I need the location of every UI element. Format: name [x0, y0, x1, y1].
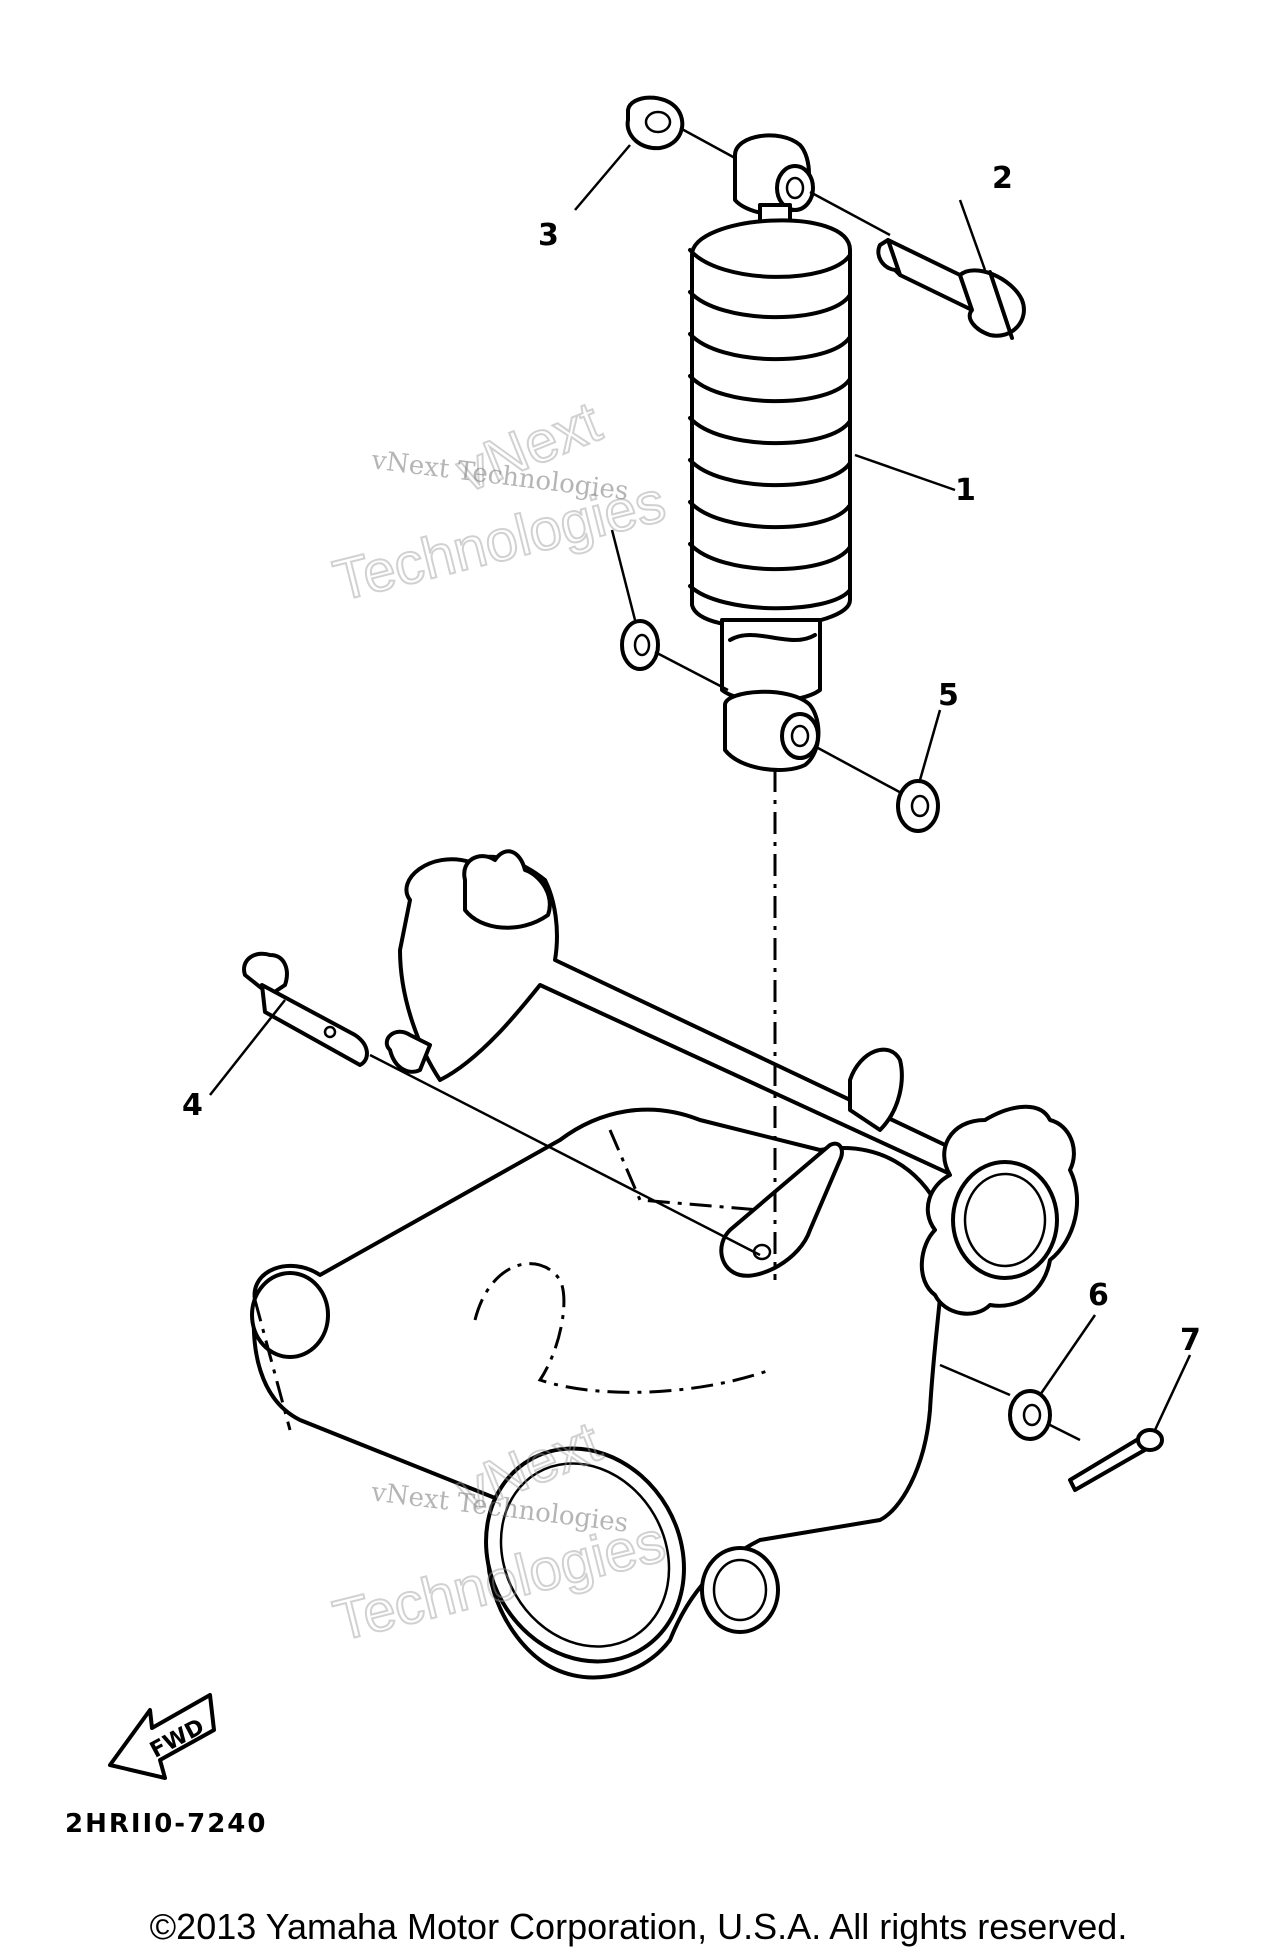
callout-1: 1 — [955, 473, 976, 508]
leader-lines — [209, 144, 1192, 1431]
shock-absorber — [688, 133, 852, 772]
callout-6: 6 — [1088, 1278, 1109, 1313]
swing-arm — [250, 849, 1079, 1680]
callout-4: 4 — [182, 1088, 203, 1123]
cotter-pin — [1049, 1423, 1164, 1492]
part-code: 2HRII0-7240 — [65, 1809, 267, 1839]
callout-7: 7 — [1180, 1323, 1201, 1358]
copyright-notice: ©2013 Yamaha Motor Corporation, U.S.A. A… — [149, 1906, 1128, 1947]
fwd-arrow-icon: FWD — [108, 1693, 216, 1780]
axle-washer — [939, 1363, 1052, 1441]
washer-upper — [620, 619, 729, 692]
watermark-top: vNext Technologies vNext Technologies — [326, 388, 672, 615]
callout-2: 2 — [992, 161, 1013, 196]
shock-nut — [625, 95, 736, 160]
callout-5: 5 — [938, 678, 959, 713]
washer-lower — [817, 746, 940, 833]
shock-bolt — [809, 190, 1026, 340]
callout-3: 3 — [538, 218, 559, 253]
pivot-bolt — [242, 951, 761, 1257]
